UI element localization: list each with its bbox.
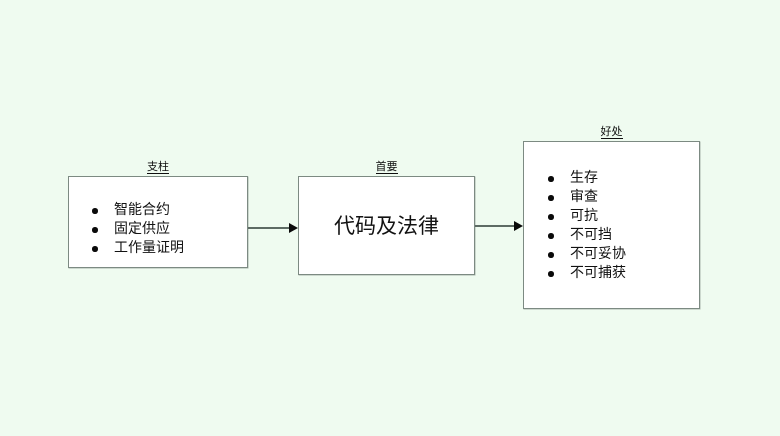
node-text-primary: 代码及法律 (334, 214, 439, 238)
arrowhead-icon (289, 222, 298, 233)
list-item: 不可妥协 (548, 245, 626, 264)
list-item: 工作量证明 (92, 239, 184, 258)
bullet-list-benefits: 生存 审查 可抗 不可挡 不可妥协 不可捕获 (548, 169, 626, 283)
node-caption-primary-text: 首要 (375, 160, 398, 174)
list-item: 不可挡 (548, 226, 626, 245)
node-box-benefits[interactable] (523, 141, 700, 309)
arrow-shaft (248, 227, 290, 229)
list-item: 不可捕获 (548, 264, 626, 283)
arrow-primary-to-benefits (475, 219, 523, 233)
node-caption-benefits-text: 好处 (600, 125, 623, 139)
list-item: 智能合约 (92, 201, 184, 220)
node-box-primary[interactable] (298, 176, 475, 275)
node-caption-pillars-text: 支柱 (147, 160, 169, 174)
bullet-list-pillars: 智能合约 固定供应 工作量证明 (92, 201, 184, 258)
node-box-pillars[interactable] (68, 176, 248, 268)
arrowhead-icon (514, 220, 523, 231)
list-item: 审查 (548, 188, 626, 207)
list-item: 生存 (548, 169, 626, 188)
node-caption-primary: 首要 (298, 160, 475, 174)
list-item: 固定供应 (92, 220, 184, 239)
node-caption-benefits: 好处 (523, 125, 700, 139)
list-item: 可抗 (548, 207, 626, 226)
arrow-shaft (475, 225, 515, 227)
node-caption-pillars: 支柱 (68, 160, 248, 174)
arrow-pillars-to-primary (248, 221, 298, 235)
